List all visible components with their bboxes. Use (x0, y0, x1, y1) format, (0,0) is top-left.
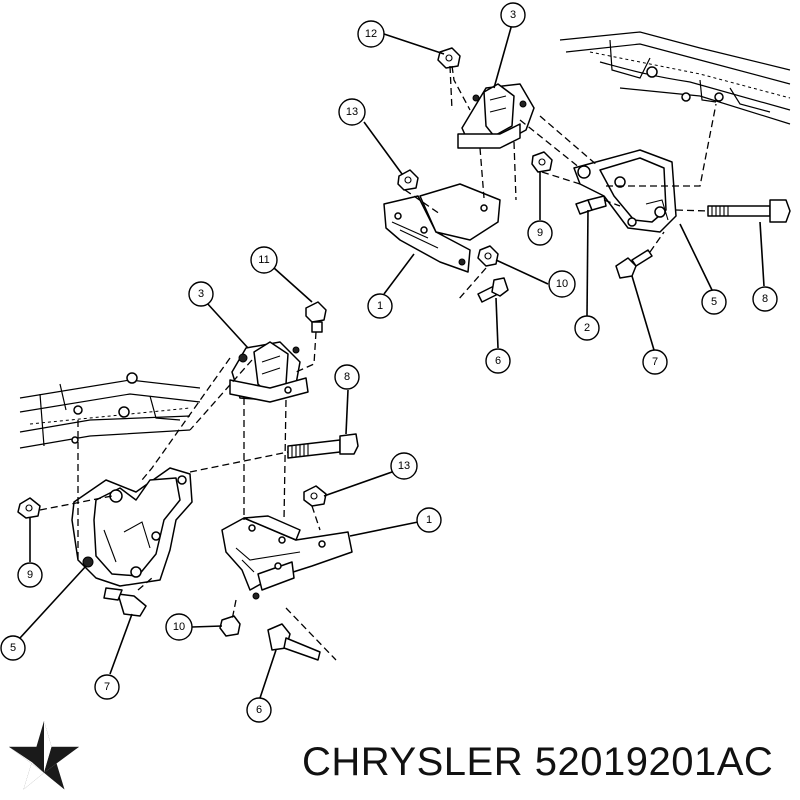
callout-lower-7: 7 (94, 674, 120, 700)
lower-support-bracket (221, 515, 353, 600)
callout-upper-1: 1 (367, 293, 393, 319)
callout-upper-5: 5 (701, 289, 727, 315)
lower-frame-bracket (71, 467, 193, 587)
callout-upper-7: 7 (642, 349, 668, 375)
callout-lower-10: 10 (165, 613, 193, 641)
callout-lower-11: 11 (250, 246, 278, 274)
callout-lower-13: 13 (390, 452, 418, 480)
upper-engine-mount (457, 83, 535, 149)
callout-lower-8: 8 (334, 364, 360, 390)
svg-text:8: 8 (344, 371, 350, 383)
svg-text:6: 6 (256, 704, 262, 716)
callout-lower-9: 9 (17, 562, 43, 588)
svg-text:10: 10 (173, 621, 185, 633)
callout-lower-3: 3 (188, 281, 214, 307)
callout-upper-12: 12 (357, 20, 385, 48)
lower-frame-rail (19, 372, 201, 449)
part-caption: CHRYSLER 52019201AC (302, 732, 792, 792)
upper-support-bracket (383, 183, 501, 273)
svg-text:5: 5 (711, 296, 717, 308)
svg-text:1: 1 (377, 300, 383, 312)
svg-text:3: 3 (198, 288, 204, 300)
svg-text:12: 12 (365, 28, 377, 40)
svg-text:9: 9 (537, 227, 543, 239)
svg-text:11: 11 (258, 254, 269, 266)
pentastar-logo-icon (9, 721, 79, 790)
upper-leader-lines (363, 23, 765, 351)
svg-text:6: 6 (495, 355, 501, 367)
lower-fasteners (17, 301, 359, 661)
svg-text:7: 7 (652, 356, 658, 368)
svg-text:1: 1 (426, 514, 432, 526)
callout-upper-10: 10 (548, 270, 576, 298)
callout-lower-1: 1 (416, 507, 442, 533)
lower-assembly-lines (39, 331, 337, 661)
callout-upper-9: 9 (527, 220, 553, 246)
part-number: 52019201AC (534, 740, 774, 784)
callout-upper-6: 6 (485, 348, 511, 374)
svg-text:5: 5 (10, 642, 16, 654)
svg-text:7: 7 (104, 681, 110, 693)
brand-name: CHRYSLER (302, 740, 524, 784)
lower-leader-lines (19, 267, 419, 699)
callout-upper-8: 8 (752, 286, 778, 312)
upper-engine-frame (559, 31, 791, 125)
svg-text:2: 2 (584, 322, 590, 334)
upper-frame-bracket (573, 149, 677, 233)
pentastar-shape (9, 721, 79, 790)
svg-text:3: 3 (510, 9, 516, 21)
callout-lower-6: 6 (246, 697, 272, 723)
svg-text:13: 13 (398, 460, 410, 472)
callout-upper-13: 13 (338, 98, 366, 126)
callout-upper-3: 3 (500, 2, 526, 28)
svg-text:10: 10 (556, 278, 568, 290)
callout-lower-5: 5 (0, 635, 26, 661)
svg-text:13: 13 (346, 106, 358, 118)
callout-upper-2: 2 (574, 315, 600, 341)
svg-text:9: 9 (27, 569, 33, 581)
lower-engine-mount (229, 341, 309, 403)
lower-assembly: 11 3 8 13 1 9 5 7 10 6 (0, 246, 442, 723)
upper-assembly-lines (404, 65, 717, 301)
upper-assembly: 12 3 13 9 10 1 6 2 7 5 8 (338, 2, 791, 375)
svg-text:8: 8 (762, 293, 768, 305)
